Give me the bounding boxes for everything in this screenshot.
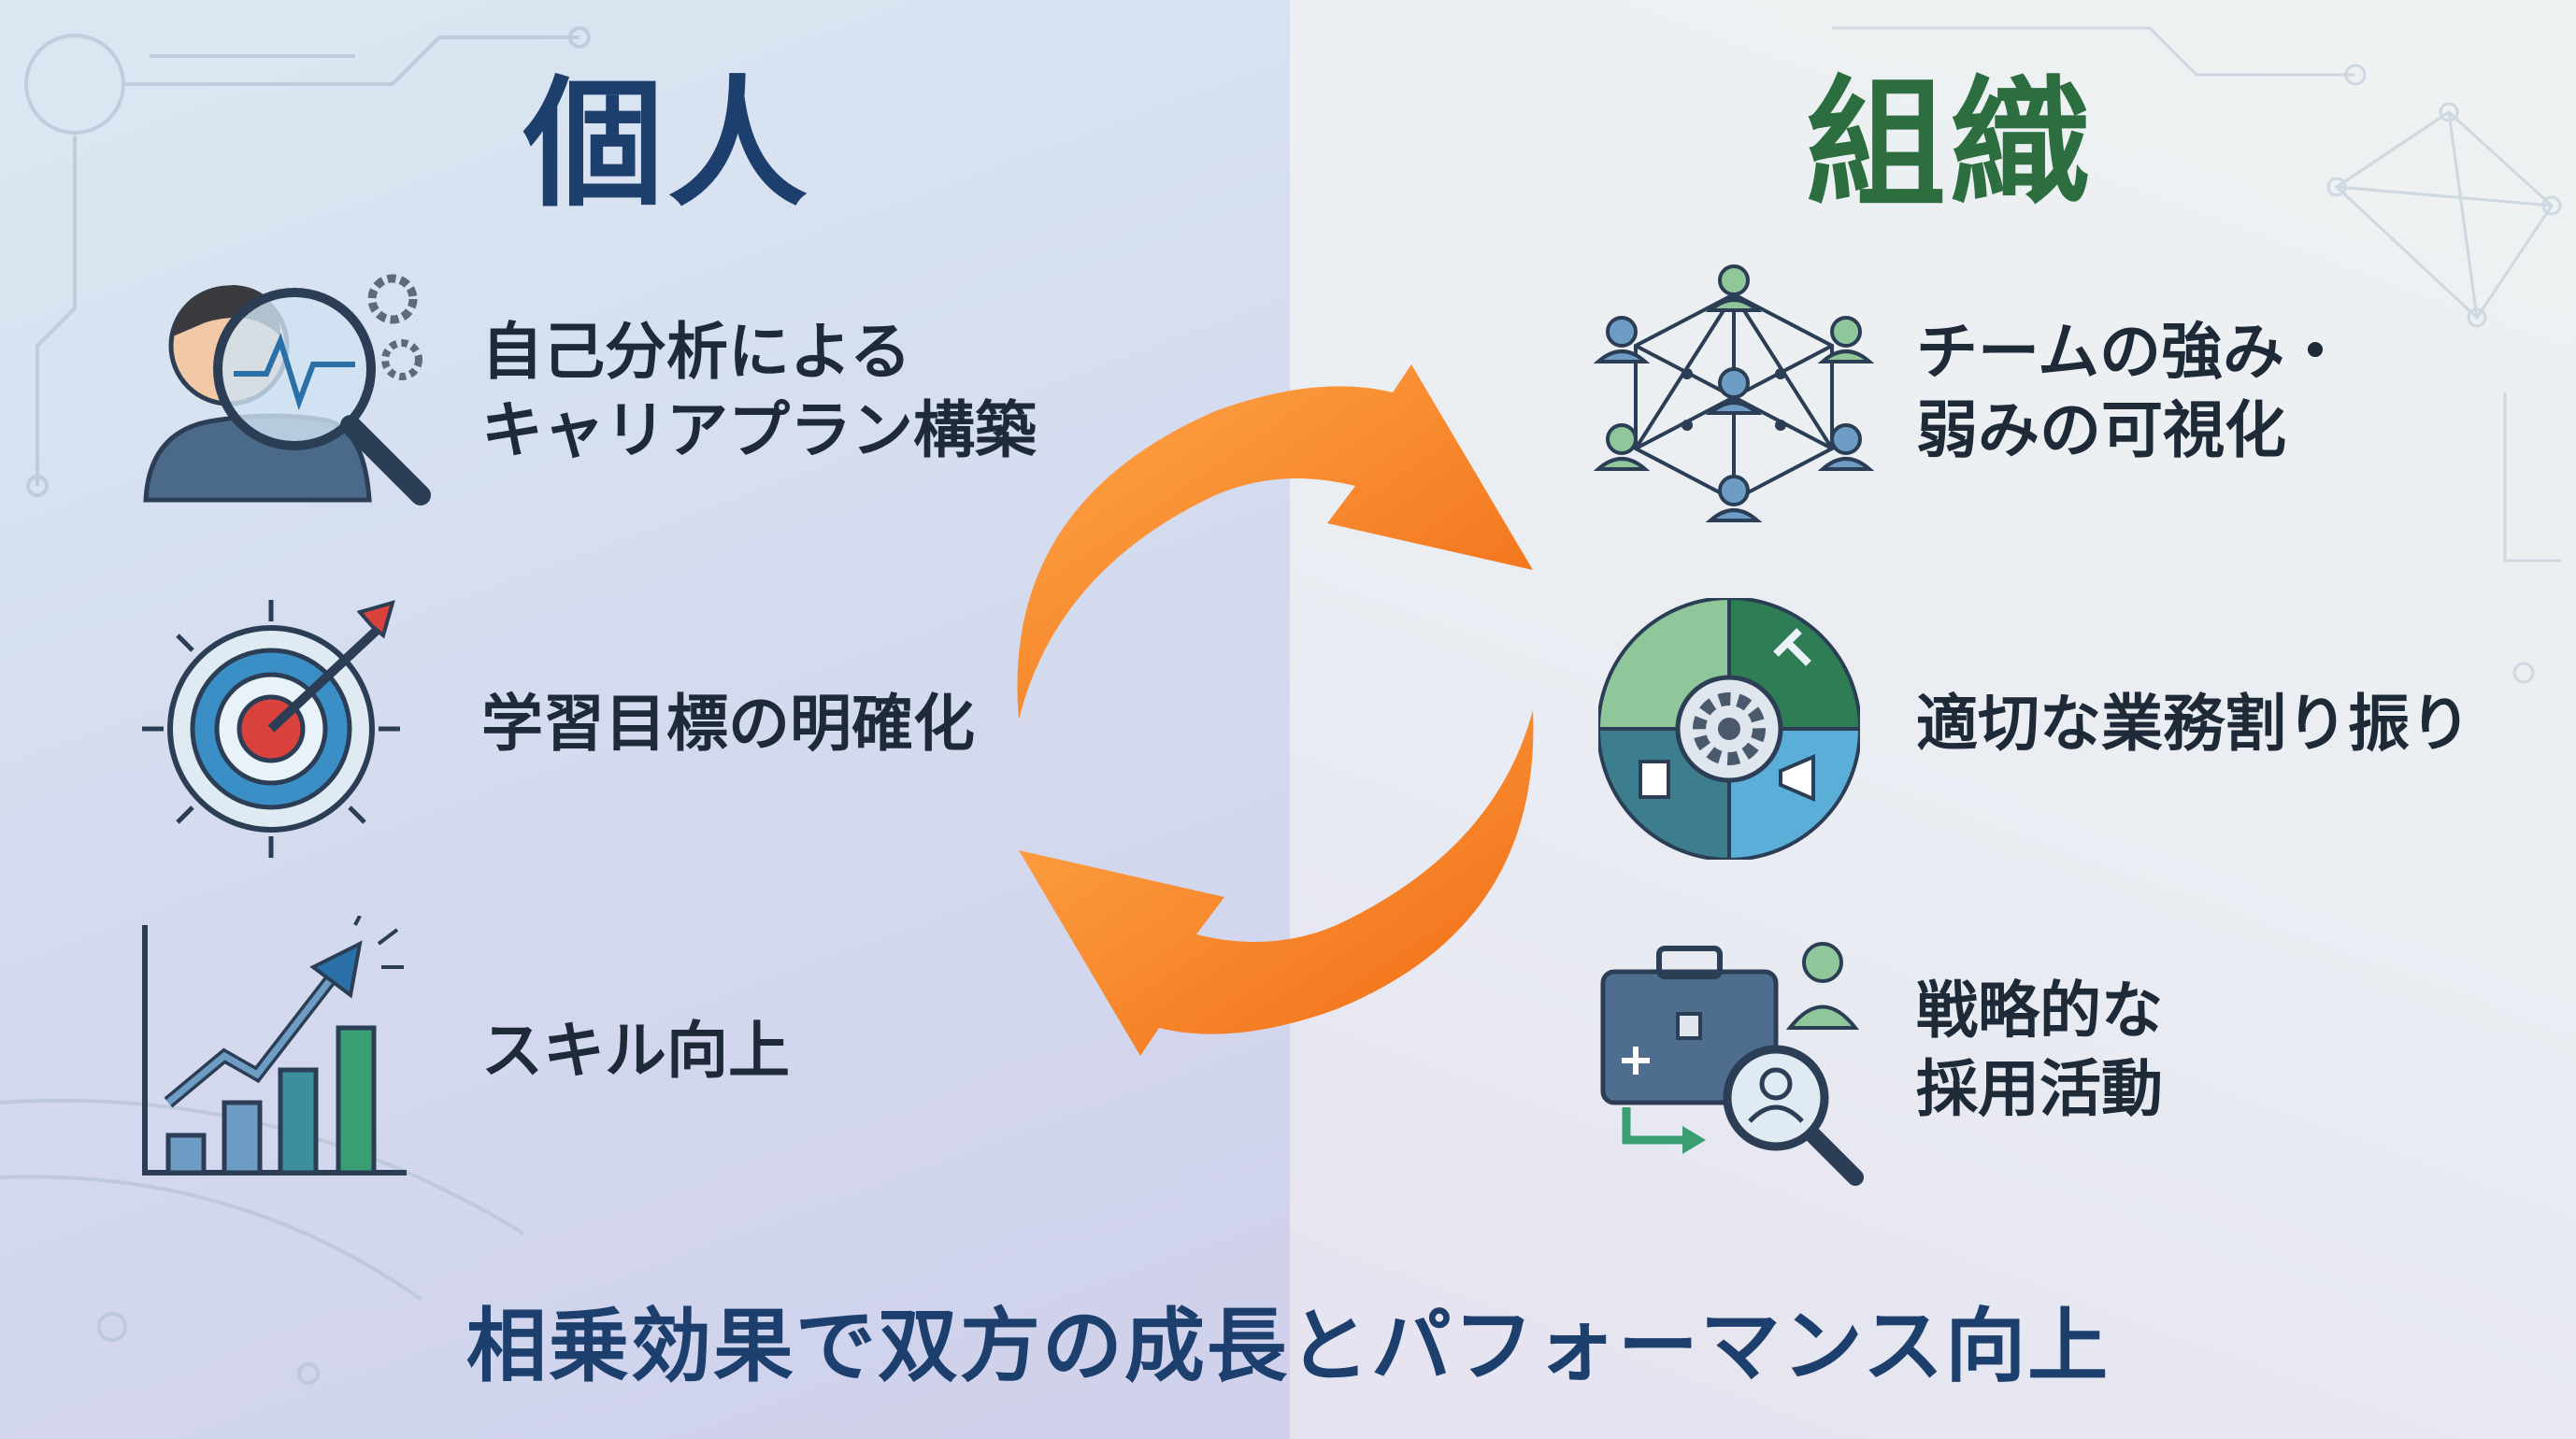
self-analysis-magnifier-icon xyxy=(143,274,431,506)
organization-heading: 組織 xyxy=(1806,64,2095,226)
task-allocation-gear-icon xyxy=(1598,598,1860,860)
synergy-caption: 相乗効果で双方の成長とパフォーマンス向上 xyxy=(465,1300,2111,1393)
item-label-line: 自己分析による xyxy=(481,316,912,388)
growth-bar-chart-icon xyxy=(142,916,407,1175)
item-label-line: チームの強み・ xyxy=(1916,316,2347,388)
item-label-line: 採用活動 xyxy=(1916,1053,2163,1125)
item-label-line: 学習目標の明確化 xyxy=(481,688,975,760)
individual-heading: 個人 xyxy=(523,64,812,226)
item-label-line: 戦略的な xyxy=(1916,975,2163,1047)
item-label-line: 弱みの可視化 xyxy=(1916,394,2286,466)
team-network-icon xyxy=(1594,264,1874,522)
right-panel-background xyxy=(1290,0,2576,1439)
circular-arrows-icon xyxy=(1017,364,1534,1056)
target-arrow-icon xyxy=(142,600,400,858)
recruitment-briefcase-icon xyxy=(1600,942,1864,1186)
item-label-line: キャリアプラン構築 xyxy=(481,394,1037,466)
item-label-line: スキル向上 xyxy=(481,1015,790,1087)
item-label-line: 適切な業務割り振り xyxy=(1916,688,2471,760)
